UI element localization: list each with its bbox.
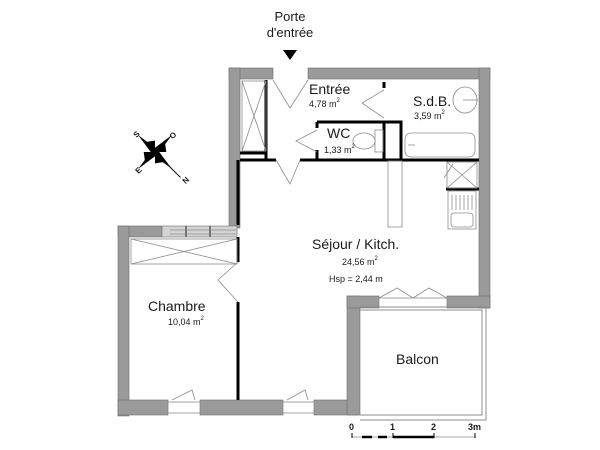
- area-value: 3,59 m: [414, 111, 442, 121]
- entrance-label-line2: d'entrée: [266, 25, 314, 40]
- room-sejour-area: 24,56 m2: [342, 256, 378, 267]
- entrance-label-line1: Porte: [274, 9, 306, 24]
- entrance-label: Porte d'entrée: [262, 9, 318, 41]
- room-entree-name: Entrée: [309, 81, 351, 97]
- compass-rose-icon: [138, 135, 181, 178]
- room-sejour-ceiling-height: Hsp = 2,44 m: [329, 274, 383, 284]
- room-chambre-area: 10,04 m2: [168, 316, 204, 327]
- scale-tick-0: 0: [349, 422, 355, 432]
- area-value: 24,56 m: [342, 257, 375, 267]
- room-wc-name: WC: [327, 125, 351, 141]
- fixtures: [130, 79, 478, 401]
- scale-tick-3m: 3m: [468, 422, 482, 432]
- scale-bar: [351, 433, 476, 439]
- windows: [167, 226, 448, 414]
- room-wc-area: 1,33 m2: [324, 144, 355, 155]
- room-sdb-area: 3,59 m2: [414, 110, 445, 121]
- scale-tick-2: 2: [431, 422, 437, 432]
- area-value: 1,33 m: [324, 145, 352, 155]
- scale-tick-1: 1: [390, 422, 396, 432]
- room-chambre-name: Chambre: [148, 298, 206, 314]
- area-unit-sup: 2: [336, 98, 340, 104]
- room-entree-area: 4,78 m2: [309, 98, 340, 109]
- arrow-down-icon: [283, 50, 297, 60]
- room-balcon-name: Balcon: [396, 351, 439, 367]
- area-unit-sup: 2: [441, 110, 445, 116]
- room-sejour-name: Séjour / Kitch.: [312, 236, 400, 252]
- room-sdb-name: S.d.B.: [413, 93, 452, 109]
- area-unit-sup: 2: [200, 316, 204, 322]
- area-unit-sup: 2: [374, 256, 378, 262]
- area-unit-sup: 2: [351, 144, 355, 150]
- exterior-walls: [117, 67, 491, 417]
- area-value: 10,04 m: [168, 317, 201, 327]
- area-value: 4,78 m: [309, 99, 337, 109]
- balcony-railing: [360, 306, 487, 421]
